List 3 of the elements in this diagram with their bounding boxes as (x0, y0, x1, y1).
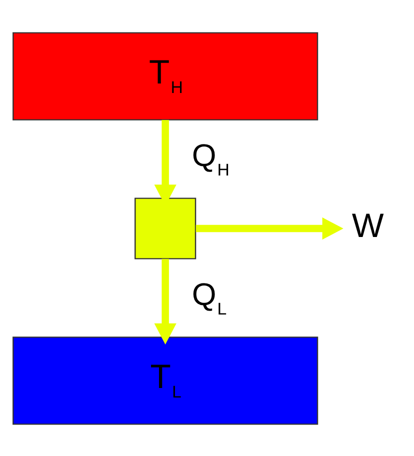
node-text: W (352, 206, 384, 244)
edge-label: Q$_{H}$ (192, 138, 230, 180)
edge-label: Q$_{L}$ (192, 276, 227, 318)
